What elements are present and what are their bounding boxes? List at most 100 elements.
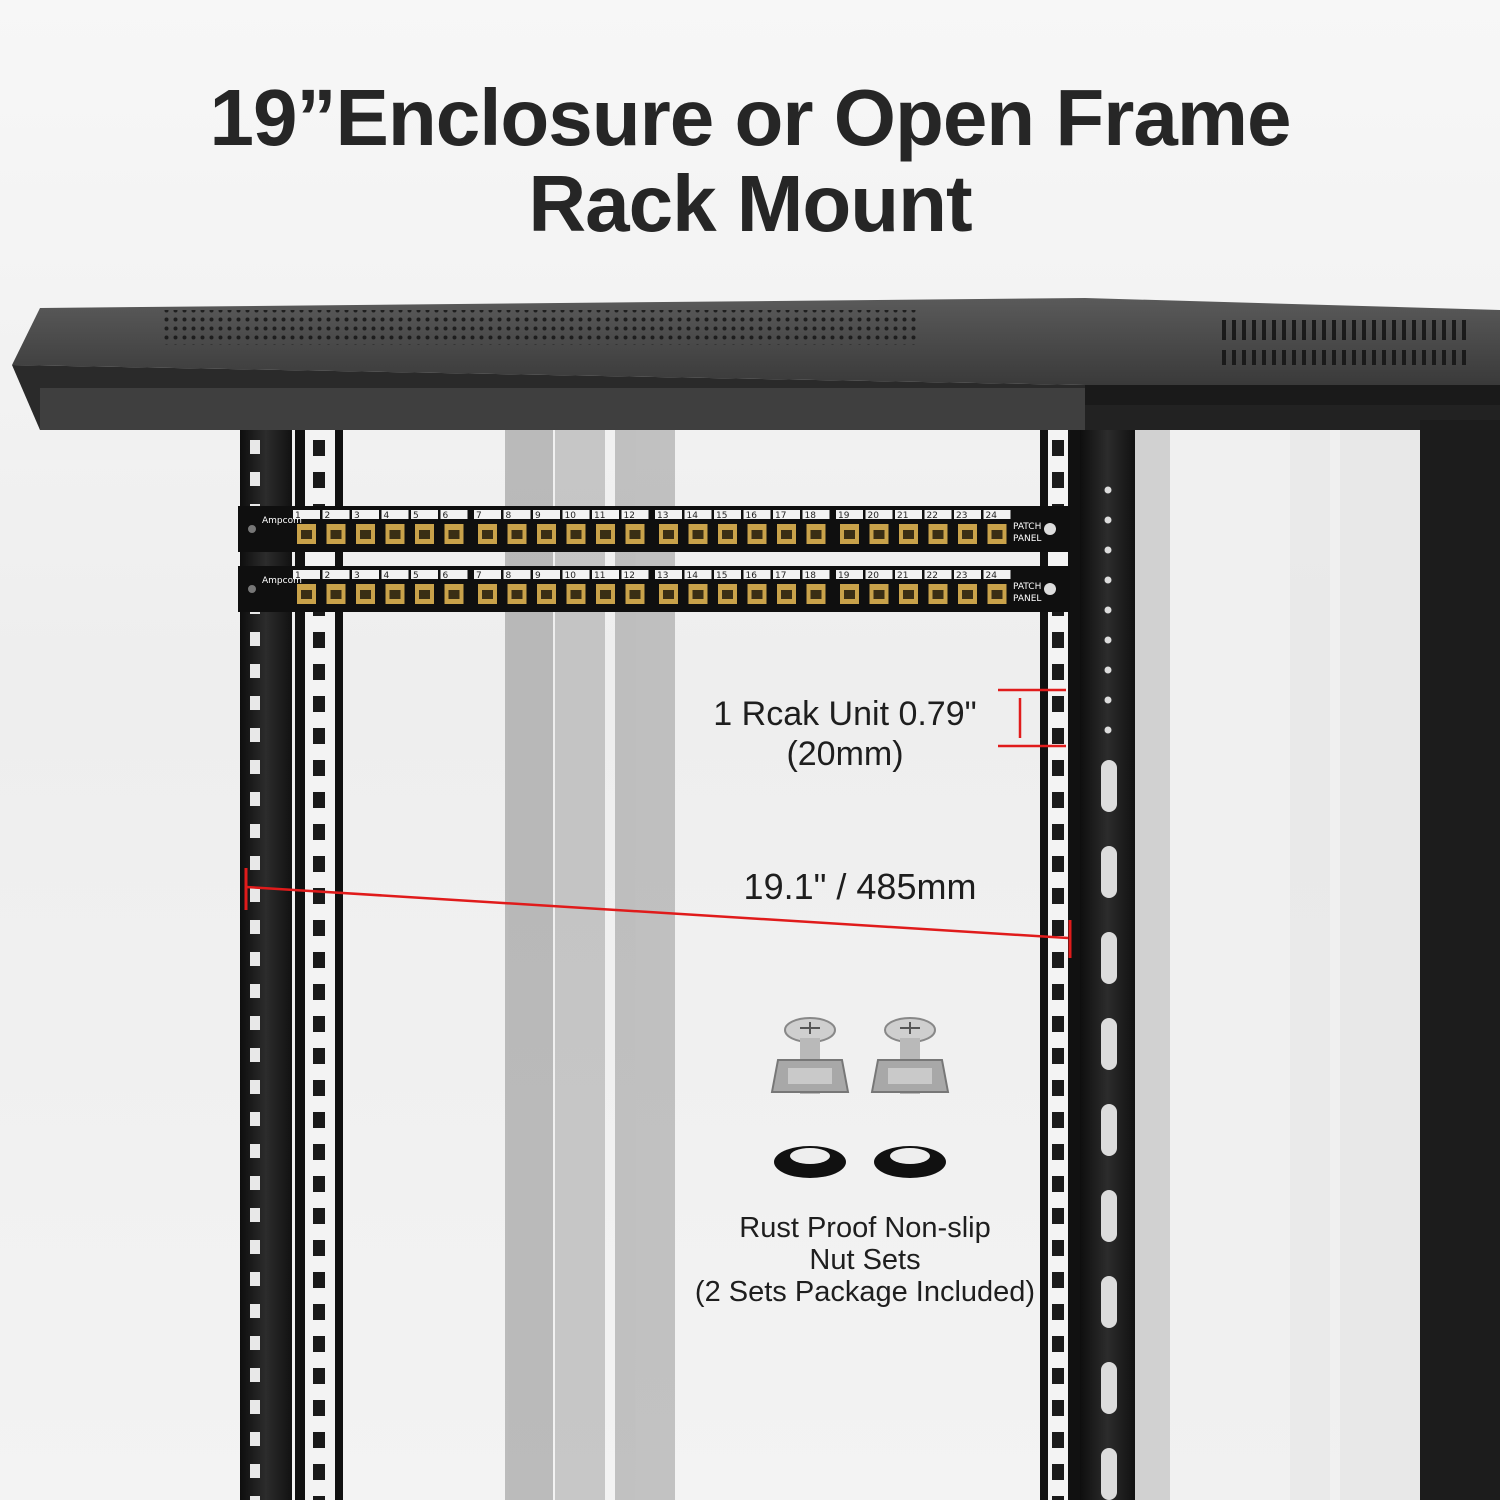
post-hole [250,1432,260,1446]
post-hole [250,1016,260,1030]
port-number-strip [655,510,682,519]
rack-unit-label-line2: (20mm) [786,735,904,773]
post-hole [250,888,260,902]
post-slot [1101,1448,1117,1500]
post-hole [313,920,325,936]
port-number-label: 17 [775,571,786,581]
rj45-port-opening [419,590,430,599]
port-number-strip [954,570,981,579]
rj45-port-opening [360,590,371,599]
post-hole [313,1464,325,1480]
post-hole [313,1112,325,1128]
port-number-label: 4 [384,511,390,521]
post-hole [250,1048,260,1062]
port-number-label: 8 [506,511,512,521]
rj45-port-opening [873,590,885,599]
post-hole [250,1240,260,1254]
port-number-strip [655,570,682,579]
port-number-strip [293,570,320,579]
port-number-label: 15 [716,571,727,581]
rack-unit-dimension [998,688,1066,748]
post-hole [313,1272,325,1288]
port-number-strip [714,570,741,579]
rack-unit-label: 1 Rcak Unit 0.79" (20mm) [690,694,1000,774]
rj45-port-opening [330,590,342,599]
port-number-strip [743,570,771,579]
port-number-label: 18 [805,571,817,581]
post-hole [250,1112,260,1126]
post-hole [313,632,325,648]
post-hole [250,760,260,774]
post-hole [250,440,260,454]
rj45-port-opening [932,530,944,539]
post-hole [313,1144,325,1160]
port-number-label: 14 [687,511,699,521]
post-hole [250,920,260,934]
port-number-label: 6 [443,571,449,581]
post-hole [1052,1176,1064,1192]
nut-sets-caption: Rust Proof Non-slip Nut Sets (2 Sets Pac… [660,1212,1070,1308]
port-number-strip [836,510,863,519]
post-hole [1104,636,1112,644]
port-number-label: 19 [838,511,850,521]
post-hole [313,1016,325,1032]
port-number-label: 19 [838,571,850,581]
port-number-label: 20 [868,511,880,521]
port-number-strip [592,510,619,519]
post-hole [313,696,325,712]
port-number-strip [773,510,800,519]
post-hole [250,1304,260,1318]
port-number-label: 7 [476,511,482,521]
port-number-strip [381,570,409,579]
port-number-strip [714,510,741,519]
post-hole [1052,1112,1064,1128]
side-frame-right [1085,380,1500,1500]
port-number-label: 13 [657,511,668,521]
port-number-label: 11 [594,571,605,581]
port-number-label: 22 [927,571,938,581]
rj45-port-opening [629,590,641,599]
nut-sets-caption-line3: (2 Sets Package Included) [694,1276,1036,1308]
cage-nut-set-2 [870,1017,950,1178]
post-hole [1052,920,1064,936]
port-number-strip [381,510,409,519]
rj45-port-opening [751,590,763,599]
patch-panel-label-line2: PANEL [1013,534,1041,544]
post-hole [250,856,260,870]
post-hole [313,472,325,488]
post-hole [1052,1016,1064,1032]
rj45-port-opening [663,590,674,599]
post-hole [250,1272,260,1286]
post-hole [1052,664,1064,680]
port-number-label: 3 [354,571,360,581]
post-hole [250,952,260,966]
post-hole [313,1336,325,1352]
rj45-port-opening [600,590,611,599]
post-hole [1104,546,1112,554]
post-hole [250,1336,260,1350]
post-hole [1052,824,1064,840]
post-hole [250,1176,260,1190]
post-hole [1104,576,1112,584]
rj45-port-opening [844,530,855,539]
post-hole [1052,856,1064,872]
post-hole [250,632,260,646]
post-hole [1052,792,1064,808]
rj45-port-opening [781,530,792,539]
post-hole [1052,728,1064,744]
post-hole [313,856,325,872]
port-number-label: 20 [868,571,880,581]
post-hole [313,1048,325,1064]
port-number-label: 21 [897,571,908,581]
headline-line-2: Rack Mount [528,159,972,248]
rj45-port-opening [570,590,582,599]
post-hole [313,1496,325,1500]
port-number-strip [322,570,350,579]
post-hole [313,824,325,840]
port-number-label: 6 [443,511,449,521]
port-number-strip [836,570,863,579]
rj45-port-opening [873,530,885,539]
